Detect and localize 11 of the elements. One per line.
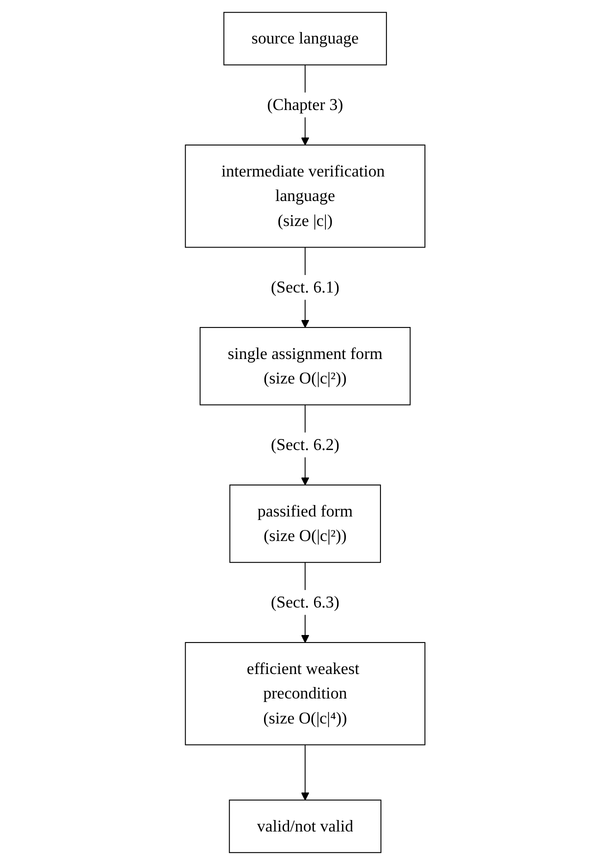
edge-label: (Sect. 6.1) bbox=[271, 278, 340, 296]
node-box: source language bbox=[224, 12, 388, 66]
node-box: passified form (size O(|c|²)) bbox=[230, 484, 382, 563]
node-box: intermediate verification language (size |c|) bbox=[185, 144, 426, 248]
edge-label: (Chapter 3) bbox=[268, 95, 344, 114]
node-box: single assignment form (size O(|c|²)) bbox=[200, 327, 411, 406]
arrow bbox=[301, 744, 310, 800]
edge-label: (Sect. 6.2) bbox=[271, 435, 340, 454]
edge-label: (Sect. 6.3) bbox=[271, 592, 340, 612]
node-box: valid/not valid bbox=[229, 800, 382, 854]
node-box: efficient weakest precondition (size O(|c|⁴)) bbox=[185, 642, 426, 746]
